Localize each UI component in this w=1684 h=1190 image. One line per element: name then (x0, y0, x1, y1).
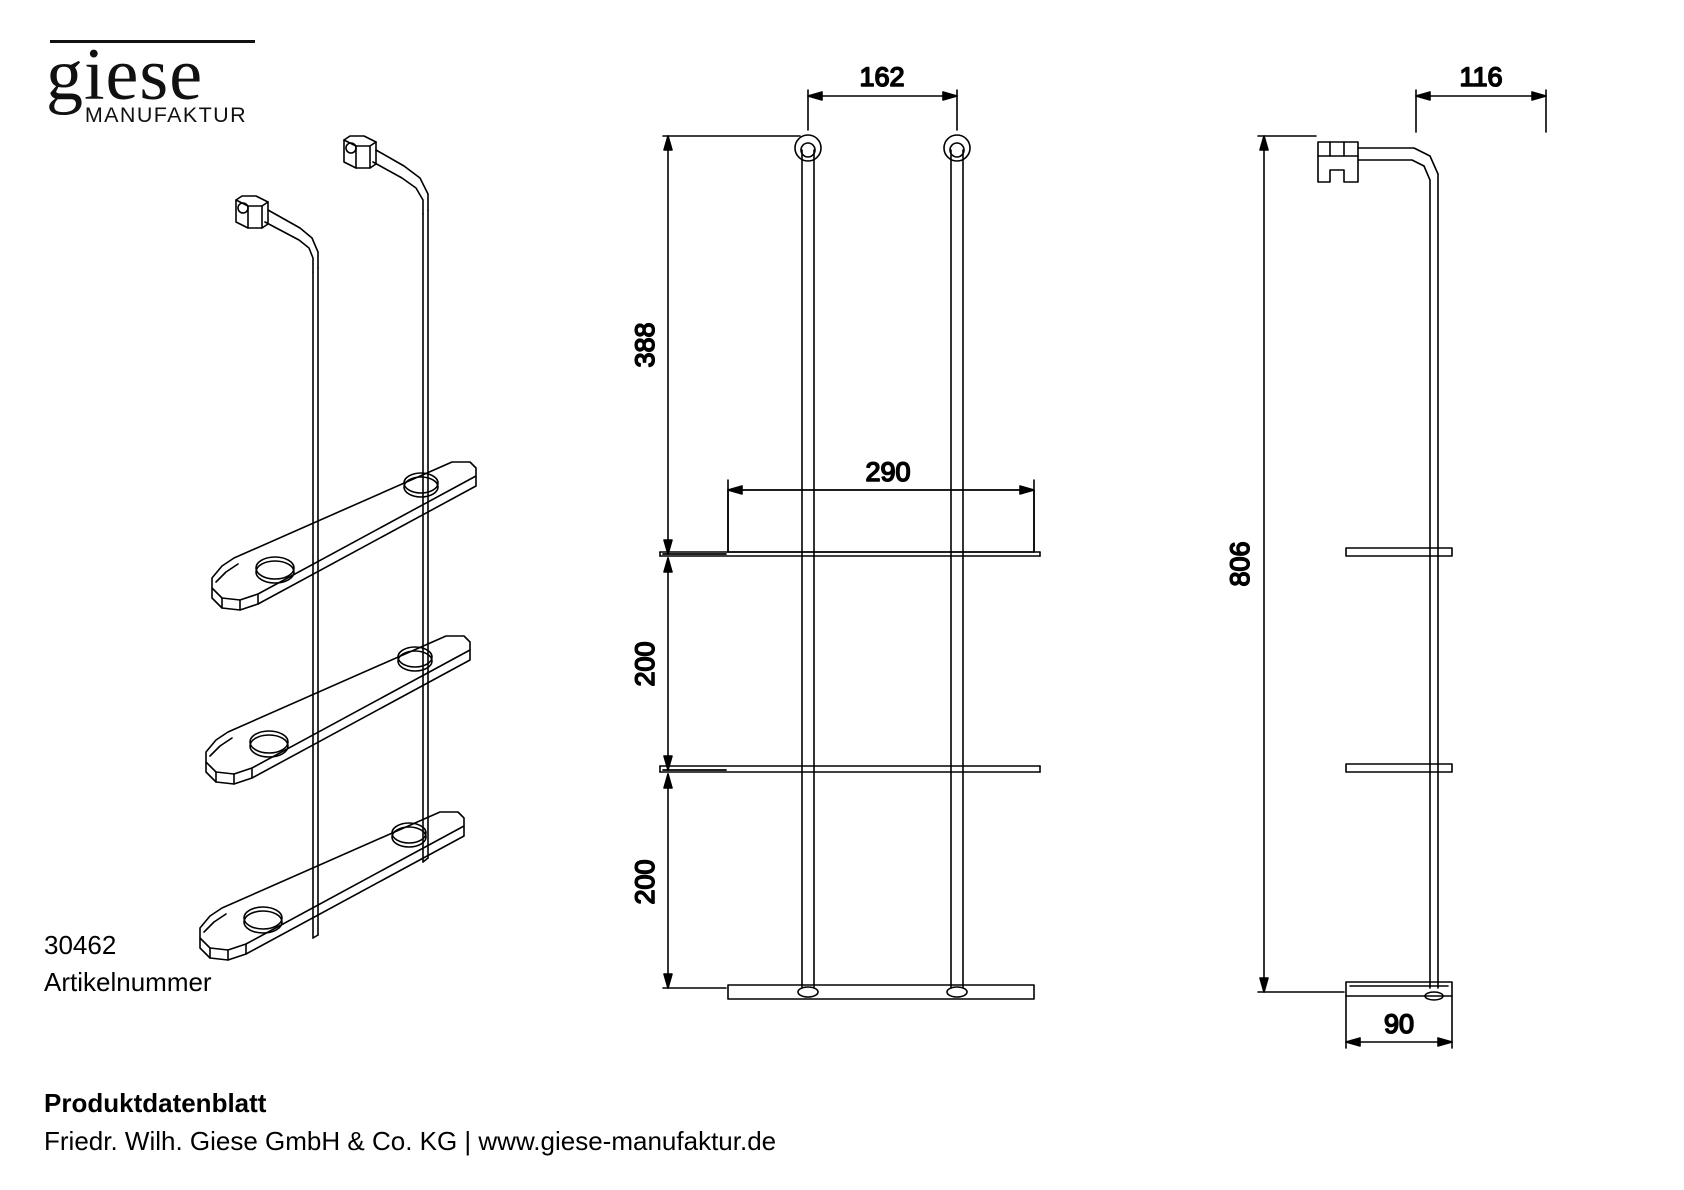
front-shelf-middle (659, 765, 1041, 773)
footer-company-line: Friedr. Wilh. Giese GmbH & Co. KG | www.… (44, 1126, 777, 1156)
iso-shelf-middle (205, 635, 471, 785)
side-shelf-middle (1345, 763, 1453, 773)
iso-shelf-top (211, 461, 477, 611)
front-view: 162 388 290 (629, 61, 1041, 1000)
front-rail-left (794, 134, 822, 989)
brand-name: giese (46, 34, 204, 116)
dim-90-label: 90 (1384, 1009, 1414, 1039)
side-shelf-top (1345, 547, 1453, 557)
dim-116: 116 (1415, 61, 1547, 133)
article-number-label: Artikelnummer (44, 967, 212, 997)
dim-290-label: 290 (865, 457, 910, 487)
dim-200-upper: 200 (629, 553, 727, 771)
dim-806: 806 (1224, 135, 1345, 993)
dim-290: 290 (727, 456, 1035, 553)
side-view: 116 806 90 (1224, 61, 1547, 1049)
dim-806-label: 806 (1225, 541, 1255, 586)
logo-rule (50, 40, 255, 43)
dim-162: 162 (807, 61, 958, 131)
dim-388: 388 (629, 135, 801, 555)
dim-90: 90 (1345, 995, 1453, 1049)
isometric-view (199, 135, 477, 961)
brand-tagline: MANUFAKTUR (84, 103, 247, 128)
front-shelf-bottom (727, 984, 1035, 1000)
side-shelf-bottom (1345, 981, 1453, 1001)
dim-162-label: 162 (859, 62, 904, 92)
front-shelf-top (659, 489, 1041, 557)
dim-200-lower: 200 (629, 769, 727, 989)
iso-rod-rear (235, 195, 319, 939)
dim-116-label: 116 (1459, 62, 1502, 92)
side-rail (1357, 147, 1439, 989)
iso-shelf-bottom (199, 811, 465, 961)
front-rail-right (943, 134, 971, 989)
article-number: 30462 (44, 930, 117, 960)
dim-388-label: 388 (630, 322, 660, 367)
side-wall-bracket (1317, 141, 1359, 183)
brand-logo: giese MANUFAKTUR (42, 34, 257, 128)
dim-200-lower-label: 200 (630, 859, 660, 904)
dim-200-upper-label: 200 (630, 641, 660, 686)
iso-rod-front (343, 135, 429, 863)
footer-title: Produktdatenblatt (44, 1088, 267, 1118)
